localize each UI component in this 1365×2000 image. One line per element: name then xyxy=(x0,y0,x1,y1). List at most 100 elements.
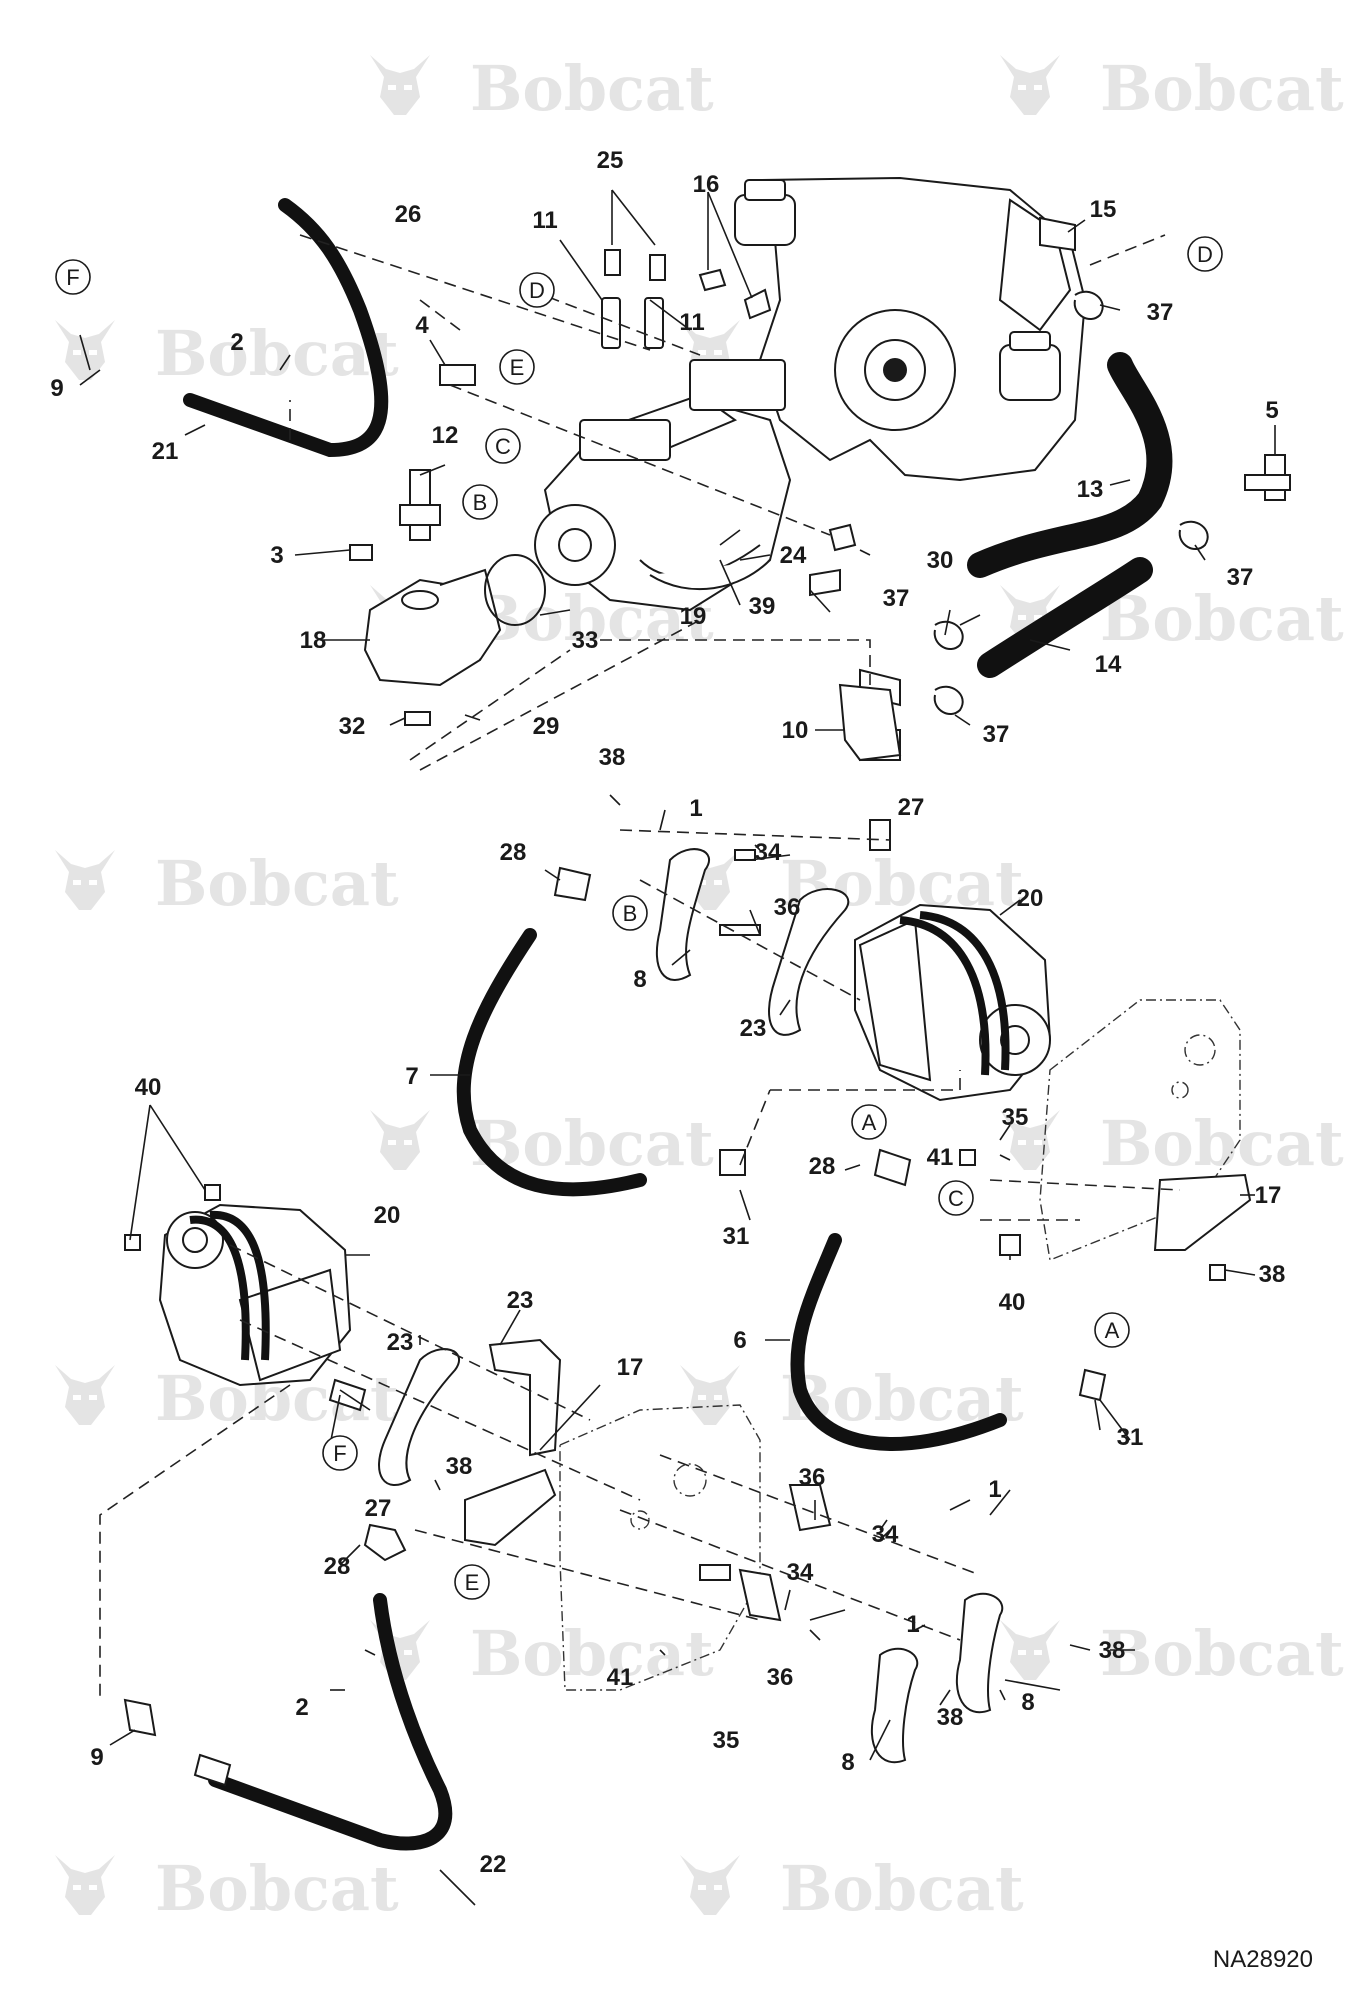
callout-23-a: 23 xyxy=(740,1015,767,1042)
gear-pump xyxy=(363,568,502,687)
figure-id: NA28920 xyxy=(1213,1946,1313,1973)
callout-6: 6 xyxy=(733,1327,746,1354)
hydrostatic-pump xyxy=(534,359,792,612)
callout-16: 16 xyxy=(693,171,720,198)
bobcat-logo-icon xyxy=(680,1855,740,1915)
ref-circle-b-2 xyxy=(612,895,648,931)
callout-1-b: 1 xyxy=(988,1476,1001,1503)
callout-1-a: 1 xyxy=(689,795,702,822)
callout-38-b: 38 xyxy=(1259,1261,1286,1288)
bobcat-logo-icon xyxy=(55,1365,115,1425)
watermark-text: Bobcat xyxy=(155,317,399,390)
bobcat-logo-icon xyxy=(1000,55,1060,115)
callout-9-a: 9 xyxy=(50,375,63,402)
dashlines-top xyxy=(289,234,1166,771)
callout-37-c: 37 xyxy=(883,585,910,612)
ref-circle-c-2 xyxy=(938,1180,974,1216)
ref-circle-c-1 xyxy=(485,428,521,464)
ref-circle-d-2 xyxy=(1187,236,1223,272)
callout-40-b: 40 xyxy=(135,1074,162,1101)
callout-17-a: 17 xyxy=(1255,1182,1282,1209)
callout-27-b: 27 xyxy=(365,1495,392,1522)
ref-circle-a-1 xyxy=(851,1104,887,1140)
o-ring xyxy=(484,554,546,626)
watermark-text: Bobcat xyxy=(470,1617,714,1690)
callout-39: 39 xyxy=(749,593,776,620)
tee-fitting-10 xyxy=(838,683,902,762)
callout-23-c: 23 xyxy=(387,1329,414,1356)
ref-letter-a-2: A xyxy=(1105,1318,1120,1343)
callout-9-b: 9 xyxy=(90,1744,103,1771)
callout-23-b: 23 xyxy=(507,1287,534,1314)
callout-38-a: 38 xyxy=(599,744,626,771)
watermark-text: Bobcat xyxy=(1100,1107,1344,1180)
engine-housing xyxy=(758,176,1087,482)
bobcat-logo-icon xyxy=(680,1365,740,1425)
callout-30: 30 xyxy=(927,547,954,574)
watermark-text: Bobcat xyxy=(155,1852,399,1925)
ref-letter-b-1: B xyxy=(473,490,488,515)
watermark-text: Bobcat xyxy=(470,52,714,125)
ref-circle-a-2 xyxy=(1094,1312,1130,1348)
watermark-14: Bobcat xyxy=(1000,1617,1344,1690)
ref-letter-b-2: B xyxy=(623,901,638,926)
ref-letter-f-2: F xyxy=(333,1441,346,1466)
watermark-6: Bobcat xyxy=(1000,582,1344,655)
callout-10: 10 xyxy=(782,717,809,744)
callout-11-b: 11 xyxy=(679,309,704,336)
ref-circle-d-1 xyxy=(519,272,555,308)
ref-circle-b-1 xyxy=(462,484,498,520)
callout-15: 15 xyxy=(1090,196,1117,223)
callout-41-a: 41 xyxy=(927,1144,954,1171)
callout-37-d: 37 xyxy=(983,721,1010,748)
watermark-13: Bobcat xyxy=(370,1617,714,1690)
watermark-3: Bobcat xyxy=(55,317,399,390)
engine-filter xyxy=(734,179,1061,401)
callout-13: 13 xyxy=(1077,476,1104,503)
callout-27-a: 27 xyxy=(898,794,925,821)
callout-19: 19 xyxy=(680,603,707,630)
callout-41-b: 41 xyxy=(607,1664,634,1691)
dashlines-left xyxy=(99,1244,981,1700)
hoses-top xyxy=(183,198,1173,678)
callout-2-a: 2 xyxy=(230,329,243,356)
ref-letter-d-1: D xyxy=(529,278,545,303)
callout-20-a: 20 xyxy=(1017,885,1044,912)
callout-28-b: 28 xyxy=(809,1153,836,1180)
callout-8-b: 8 xyxy=(1021,1689,1034,1716)
ref-letter-c-2: C xyxy=(948,1186,964,1211)
left-motor-plate xyxy=(559,1404,761,1691)
callout-11-a: 11 xyxy=(532,207,557,234)
dashlines-right xyxy=(619,829,1181,1221)
bobcat-logo-icon xyxy=(55,850,115,910)
watermark-9: Bobcat xyxy=(370,1107,714,1180)
ref-letter-a-1: A xyxy=(862,1110,877,1135)
callout-37-b: 37 xyxy=(1227,564,1254,591)
callout-33: 33 xyxy=(572,627,599,654)
watermark-7: Bobcat xyxy=(55,847,399,920)
fittings-left xyxy=(123,1184,832,1787)
fittings-top xyxy=(349,216,1291,761)
hoses-left xyxy=(208,1593,453,1851)
watermark-10: Bobcat xyxy=(1000,1107,1344,1180)
callout-34-c: 34 xyxy=(787,1559,814,1586)
bobcat-logo-icon xyxy=(370,55,430,115)
ref-circle-e-2 xyxy=(454,1564,490,1600)
leader-lines xyxy=(79,189,1276,1906)
callout-8-a: 8 xyxy=(633,966,646,993)
callout-21: 21 xyxy=(152,438,179,465)
callout-7: 7 xyxy=(405,1063,418,1090)
callout-28-a: 28 xyxy=(500,839,527,866)
watermark-text: Bobcat xyxy=(1100,1617,1344,1690)
watermark-15: Bobcat xyxy=(55,1852,399,1925)
callout-5: 5 xyxy=(1265,397,1278,424)
ref-circle-e-1 xyxy=(499,349,535,385)
callout-38-d: 38 xyxy=(1099,1637,1126,1664)
ref-letter-e-1: E xyxy=(510,355,525,380)
callout-numbers: 25 16 26 11 15 37 2 4 11 9 5 12 21 13 3 … xyxy=(50,147,1285,1878)
callout-12: 12 xyxy=(432,422,459,449)
ref-circle-f-2 xyxy=(322,1435,358,1471)
callout-38-e: 38 xyxy=(937,1704,964,1731)
watermark-1: Bobcat xyxy=(370,52,714,125)
